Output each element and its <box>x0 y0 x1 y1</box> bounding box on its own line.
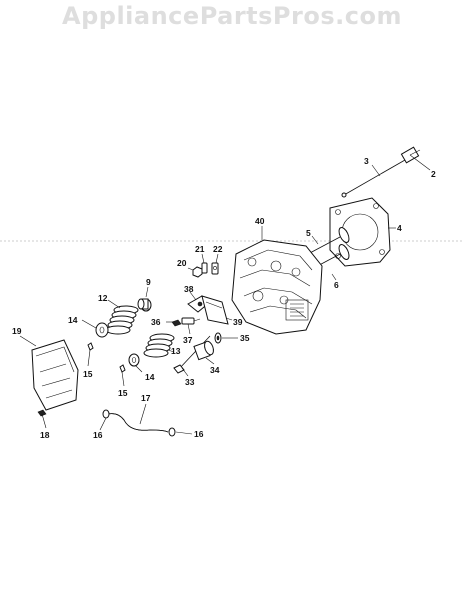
part-14-spring-washer-lower[interactable] <box>128 353 140 367</box>
callout-34: 34 <box>210 365 220 375</box>
callout-15-upper: 15 <box>83 369 93 379</box>
callout-38: 38 <box>184 284 194 294</box>
part-intake-valve[interactable] <box>307 226 351 255</box>
callout-40: 40 <box>255 216 265 226</box>
part-20-nut[interactable] <box>192 266 203 278</box>
callout-13: 13 <box>171 346 181 356</box>
callout-20: 20 <box>177 258 187 268</box>
callout-16-right: 16 <box>194 429 204 439</box>
part-33-bolt[interactable] <box>173 335 211 374</box>
callout-36: 36 <box>151 317 161 327</box>
callout-21: 21 <box>195 244 205 254</box>
part-12-valve-spring[interactable] <box>105 305 139 335</box>
callout-35: 35 <box>240 333 250 343</box>
part-sensor-wire[interactable] <box>341 146 421 198</box>
part-21-clip[interactable] <box>201 262 208 274</box>
callout-5: 5 <box>306 228 311 238</box>
callout-6: 6 <box>334 280 339 290</box>
callout-19: 19 <box>12 326 22 336</box>
callout-2: 2 <box>431 169 436 179</box>
part-16-hose-clamp-right[interactable] <box>168 427 176 437</box>
callout-15-lower: 15 <box>118 388 128 398</box>
watermark-text: AppliancePartsPros.com <box>62 2 402 30</box>
callout-12: 12 <box>98 293 108 303</box>
callout-17: 17 <box>141 393 151 403</box>
part-18-cover-screw[interactable] <box>37 409 47 417</box>
part-39-guide-plate[interactable] <box>201 295 229 325</box>
part-14-spring-washer-upper[interactable] <box>95 322 109 338</box>
callout-39: 39 <box>233 317 243 327</box>
part-22-clip[interactable] <box>211 262 219 275</box>
part-35-washer[interactable] <box>214 332 222 344</box>
part-19-valve-cover[interactable] <box>31 339 79 411</box>
part-36-pivot[interactable] <box>171 319 182 327</box>
leader-lines <box>19 154 431 435</box>
part-37-stud[interactable] <box>181 317 201 325</box>
callout-14-lower: 14 <box>145 372 155 382</box>
callout-18: 18 <box>40 430 50 440</box>
part-34-spacer[interactable] <box>193 340 215 361</box>
callout-14-upper: 14 <box>68 315 78 325</box>
part-13-valve-spring[interactable] <box>143 333 175 358</box>
part-15-valve-keeper-lower[interactable] <box>119 364 126 373</box>
callout-16-left: 16 <box>93 430 103 440</box>
callout-33: 33 <box>185 377 195 387</box>
callout-4: 4 <box>397 223 402 233</box>
callout-3: 3 <box>364 156 369 166</box>
part-cylinder-head[interactable] <box>231 239 323 335</box>
part-16-hose-clamp-left[interactable] <box>102 409 110 419</box>
callout-labels: 2 3 4 5 6 40 20 21 22 38 39 36 37 9 12 1… <box>12 156 436 440</box>
callout-37: 37 <box>183 335 193 345</box>
part-15-valve-keeper-upper[interactable] <box>87 342 94 351</box>
callout-22: 22 <box>213 244 223 254</box>
part-17-breather-hose[interactable] <box>107 413 169 433</box>
callout-9: 9 <box>146 277 151 287</box>
part-9-valve-cap[interactable] <box>137 298 152 312</box>
